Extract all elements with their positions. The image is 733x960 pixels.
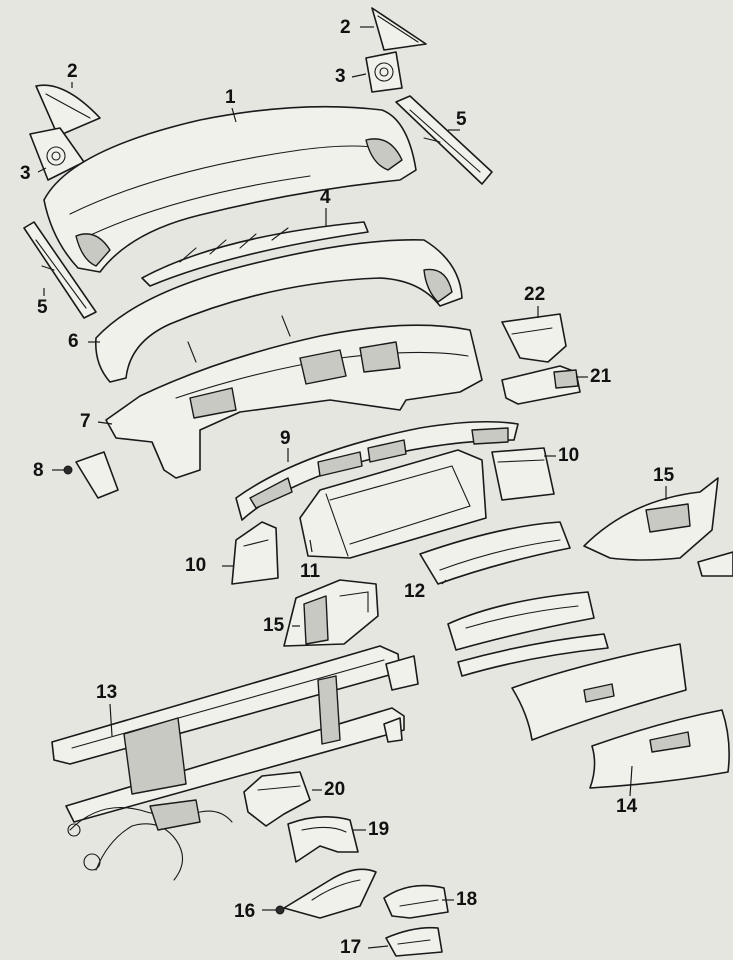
callout-14: 14 [616, 796, 638, 817]
callout-5-right: 5 [456, 109, 467, 130]
part-22-vent-bracket [501, 306, 567, 363]
part-16-lower-bracket [262, 868, 377, 919]
part-5-right-pillar-trim [395, 95, 493, 185]
callout-16: 16 [234, 901, 256, 922]
part-6-dashboard-lower-pad [88, 239, 463, 383]
part-13-cross-car-beam [51, 645, 419, 823]
part-7-instrument-panel-carrier [97, 315, 483, 479]
callout-10-right: 10 [558, 445, 580, 466]
callout-2-top: 2 [340, 17, 351, 38]
callout-6: 6 [68, 331, 79, 352]
callout-4: 4 [320, 187, 331, 208]
callout-19: 19 [368, 819, 390, 840]
part-4-defroster-duct [141, 208, 369, 287]
part-5-left-pillar-trim [23, 221, 97, 319]
callout-8: 8 [33, 460, 44, 481]
part-18-side-cover [383, 884, 454, 919]
callout-20: 20 [324, 779, 346, 800]
part-14-glove-box-door [511, 643, 730, 797]
callout-2-left: 2 [67, 61, 78, 82]
part-3-upper-tweeter-bracket [351, 51, 403, 93]
part-2-upper-tweeter-cover [360, 7, 427, 51]
part-2-left-tweeter-cover [35, 82, 101, 137]
part-11-glove-box-bin [299, 449, 487, 559]
callout-3-top: 3 [335, 66, 346, 87]
callout-9: 9 [280, 428, 291, 449]
callout-1: 1 [225, 87, 236, 108]
part-21-switch-housing [501, 365, 588, 405]
callout-22: 22 [524, 284, 546, 305]
part-15-right-console-trim [583, 477, 733, 577]
callout-12: 12 [404, 581, 426, 602]
callout-5-left: 5 [37, 297, 48, 318]
part-9-center-vent-bezel [235, 420, 519, 521]
part-wiring-harness [67, 799, 233, 881]
part-10-left-air-duct [222, 521, 279, 585]
callout-11: 11 [300, 561, 321, 582]
callout-18: 18 [456, 889, 478, 910]
callout-13: 13 [96, 682, 118, 703]
callout-10-left: 10 [185, 555, 207, 576]
part-19-knee-bolster [287, 816, 366, 863]
part-15-switch-bezel [283, 579, 379, 647]
callout-21: 21 [590, 366, 612, 387]
callout-15-center: 15 [263, 615, 285, 636]
callout-17: 17 [340, 937, 362, 958]
part-8-side-end-cap [52, 451, 119, 499]
part-17-end-trim [367, 926, 443, 957]
callout-7: 7 [80, 411, 91, 432]
part-20-lower-duct [243, 771, 322, 827]
part-10-right-air-duct [491, 447, 556, 501]
part-12-lower-trim-panel [419, 521, 571, 585]
part-1-dashboard-top-pad [43, 105, 417, 273]
callout-15-right: 15 [653, 465, 675, 486]
callout-3-left: 3 [20, 163, 31, 184]
part-console-tray [447, 591, 609, 677]
